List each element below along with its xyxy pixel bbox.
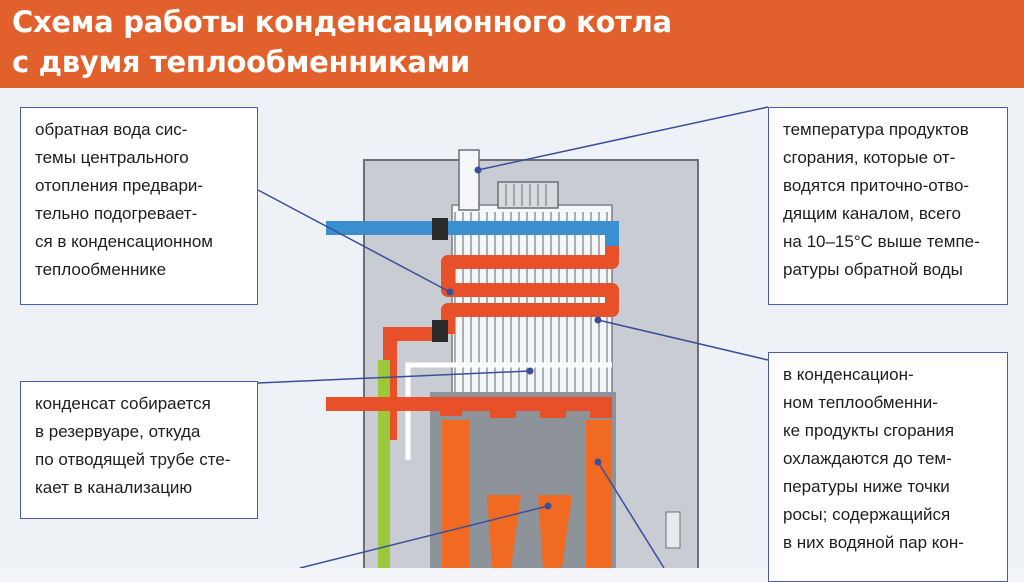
fan-unit [497,181,559,209]
flue-outlet [458,149,480,211]
flame [487,495,521,568]
callout-condensing-exchanger: в конденсацион- ном теплообменни- ке про… [768,352,1008,582]
flame [538,495,572,568]
diagram-title: Схема работы конденсационного котла с дв… [12,5,672,79]
flame [586,420,612,568]
callout-flue-temperature: температура продуктов сгорания, которые … [768,107,1008,305]
pipe-connector [432,320,448,342]
heating-coil [441,246,619,334]
burner-head [440,398,462,416]
cold-return-pipe [326,221,619,246]
leader-lines [257,106,769,568]
burner-head [590,404,612,418]
fan-ribs [505,184,547,206]
flame [442,420,470,568]
drain-fitting [665,511,681,549]
leader-dots [446,166,602,510]
callout-return-water: обратная вода сис- темы центрального ото… [20,107,258,305]
callout-condensate: конденсат собирается в резервуаре, откуд… [20,381,258,519]
exchanger-fins [454,212,608,392]
pipe-connector [432,218,448,240]
burner-head [490,404,516,418]
boiler-diagram [257,106,769,568]
condensate-tube [405,362,612,460]
header-banner: Схема работы конденсационного котла с дв… [0,0,1024,88]
burner-head [540,404,566,418]
